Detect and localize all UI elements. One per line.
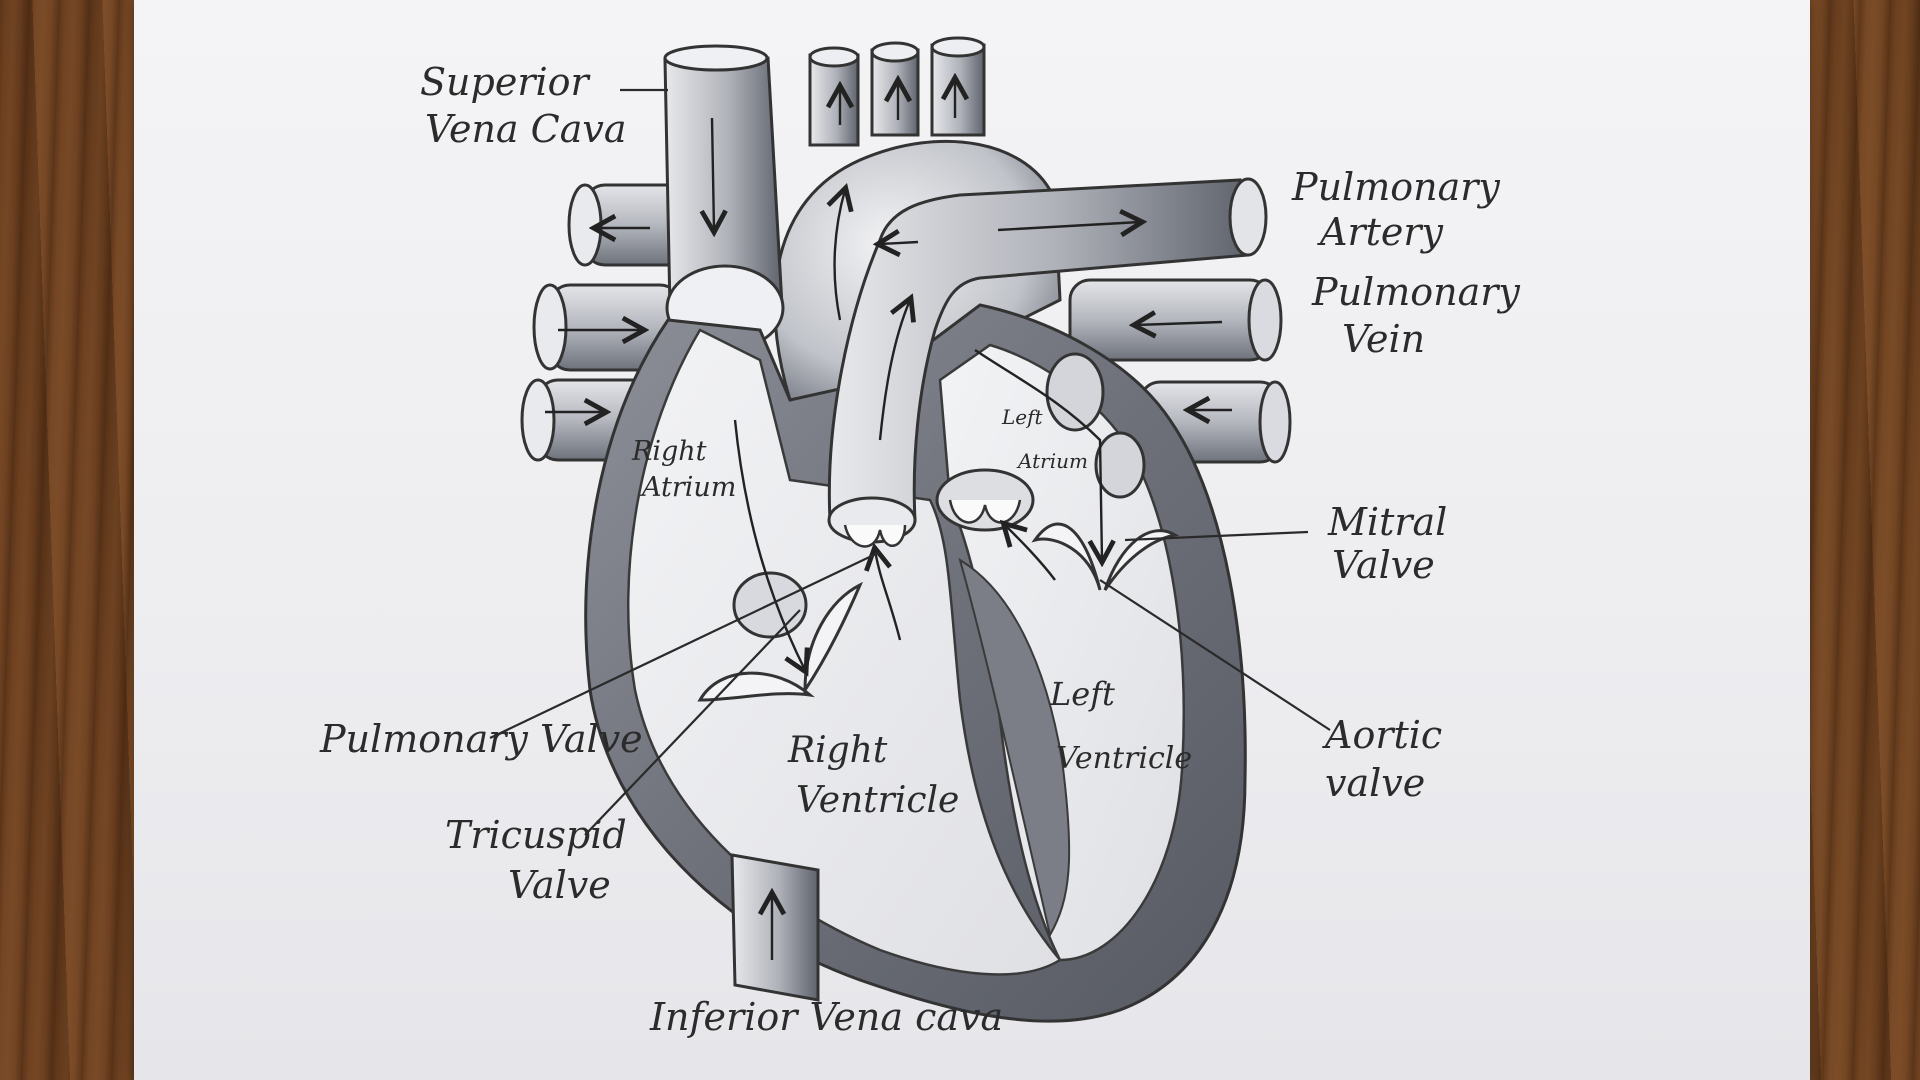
right-pulmonary-veins [520,183,697,462]
label-superior-vena-cava-line2: Vena Cava [425,107,627,151]
label-right-atrium-line2: Atrium [639,472,736,503]
label-superior-vena-cava-line1: Superior [420,60,592,104]
label-left-ventricle-line1: Left [1049,675,1115,713]
label-pulmonary-artery-line2: Artery [1317,210,1444,254]
label-right-atrium-line1: Right [631,436,707,467]
inferior-vena-cava [730,853,820,1002]
labels: Superior Vena Cava Pulmonary Artery Pulm… [319,60,1520,1039]
internal-flow-arrows [733,349,1102,670]
pulmonary-valve [843,524,907,548]
leader-lines [489,88,1331,836]
label-inferior-vena-cava: Inferior Vena cava [649,995,1003,1039]
mitral-valve [1031,352,1180,591]
label-aortic-valve-line1: Aortic [1322,713,1442,757]
label-mitral-valve-line1: Mitral [1327,500,1447,544]
label-left-atrium-line1: Left [1001,405,1044,429]
label-right-ventricle-line2: Ventricle [796,780,959,821]
label-left-atrium-line2: Atrium [1016,449,1088,473]
label-tricuspid-valve-line1: Tricuspid [445,813,627,857]
label-pulmonary-vein-line2: Vein [1342,317,1425,361]
left-pulmonary-veins [1068,278,1292,464]
label-tricuspid-valve-line2: Valve [508,863,611,907]
label-pulmonary-vein-line1: Pulmonary [1311,270,1520,314]
label-pulmonary-valve: Pulmonary Valve [319,717,643,761]
label-aortic-valve-line2: valve [1325,761,1425,805]
aortic-valve [935,468,1035,532]
label-pulmonary-artery-line1: Pulmonary [1291,165,1500,209]
label-left-ventricle-line2: Ventricle [1056,741,1192,776]
label-right-ventricle-line1: Right [787,730,888,771]
superior-vena-cava [663,44,785,352]
label-mitral-valve-line2: Valve [1332,543,1435,587]
